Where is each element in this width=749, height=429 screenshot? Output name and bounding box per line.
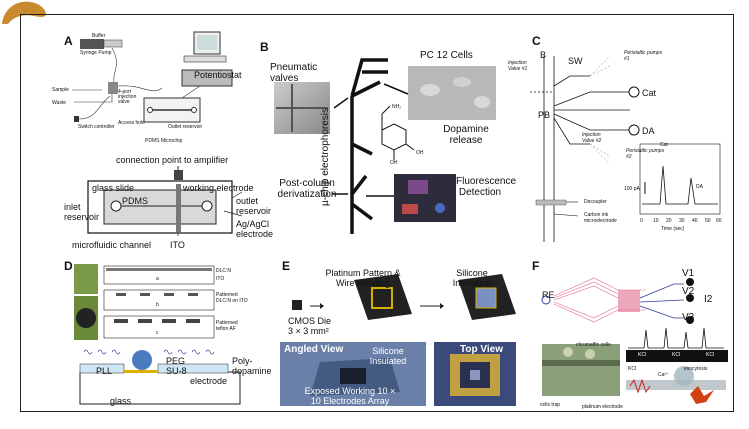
c-sw: SW: [568, 56, 583, 66]
e-silicone-insulation: Silicone Insulation: [452, 268, 492, 288]
a-agagcl-electrode: Ag/AgCl electrode: [236, 219, 274, 239]
c-tick: 40: [692, 218, 698, 224]
d-glass: glass: [110, 396, 132, 406]
panel-e-illustration: [280, 274, 516, 406]
e-top-view: Top View: [460, 344, 503, 355]
panel-label-f: F: [532, 259, 540, 273]
a-outlet-res-small: Outlet reservoir: [168, 124, 203, 130]
d-pll: PLL: [96, 366, 113, 376]
a-microfluidic-channel: microfluidic channel: [72, 240, 152, 250]
c-da: DA: [642, 126, 655, 136]
c-peak-cat: Cat: [660, 142, 668, 148]
b-nh2: NH₂: [392, 104, 402, 110]
c-tick: 10: [653, 218, 659, 224]
c-tick: 0: [640, 218, 643, 224]
a-syringe-pump: Syringe Pump: [80, 50, 112, 56]
a-glass-slide: glass slide: [92, 183, 135, 193]
f-chromaffin-cells: chromaffin cells: [576, 342, 611, 348]
d-patterned-dlc: Patterned DLC:N on ITO: [216, 292, 248, 304]
panel-label-a: A: [64, 34, 73, 48]
a-working-electrode: working electrode: [183, 183, 254, 193]
c-injection1: Injection Valve #1: [508, 60, 528, 72]
c-xlabel: Time (sec): [661, 226, 685, 232]
e-cmos-die: CMOS Die: [288, 316, 332, 326]
e-exposed-working: Exposed Working 10 × 10 Electrodes Array: [304, 386, 396, 406]
b-pneumatic-valves: Pneumatic valves: [270, 62, 318, 84]
f-v2: V2: [682, 286, 695, 297]
a-pdms-microchip: PDMS Microchip: [145, 138, 183, 144]
a-injection-valve: 4-port injection valve: [118, 89, 137, 105]
b-dopamine-release: Dopamine release: [443, 124, 489, 146]
c-carbon-ink: Carbon ink microelectrode: [584, 212, 617, 224]
c-pb: PB: [538, 110, 551, 120]
c-peak-da: DA: [696, 184, 703, 190]
a-sample: Sample: [52, 87, 69, 93]
panel-b-illustration: [274, 58, 496, 234]
c-b: B: [540, 50, 547, 60]
b-oh2: OH: [390, 160, 398, 166]
a-inlet-reservoir: inlet reservoir: [64, 202, 100, 222]
d-c: c: [156, 330, 159, 336]
panel-label-d: D: [64, 259, 73, 273]
a-potentiostat: Potentiostat: [194, 70, 242, 80]
panel-label-b: B: [260, 40, 269, 54]
c-tick: 60: [716, 218, 722, 224]
d-su8: SU-8: [166, 366, 187, 376]
e-cmos-size: 3 × 3 mm²: [288, 326, 329, 336]
b-fluorescence: Fluorescence Detection: [456, 176, 517, 198]
c-pump1: Peristaltic pumps #1: [624, 50, 663, 62]
a-ito: ITO: [170, 240, 185, 250]
f-cells-trap: cells trap: [540, 402, 561, 408]
e-angled-view: Angled View: [284, 344, 344, 355]
d-electrode: electrode: [190, 376, 228, 386]
a-pdms: PDMS: [122, 196, 149, 206]
f-platinum-electrode: platinum electrode: [582, 404, 623, 410]
panel-d-illustration: [74, 264, 241, 405]
f-kcl-cartoon: KCl: [628, 366, 637, 372]
c-scale-bar: 100 pA: [624, 186, 640, 192]
d-polydopamine: Poly-dopamine: [232, 356, 272, 376]
panel-label-c: C: [532, 34, 541, 48]
f-i2: I2: [704, 294, 713, 305]
c-cat: Cat: [642, 88, 657, 98]
f-kcl-2: KCl: [672, 352, 681, 358]
b-oh1: OH: [416, 150, 424, 156]
f-v1: V1: [682, 268, 695, 279]
a-connection-point: connection point to amplifier: [116, 155, 229, 165]
c-tick: 50: [705, 218, 711, 224]
b-pc12-cells: PC 12 Cells: [420, 50, 473, 61]
a-switch-controller: Switch controller: [78, 124, 115, 130]
c-tick: 20: [666, 218, 672, 224]
panel-label-e: E: [282, 259, 291, 273]
d-a: a: [156, 276, 159, 282]
c-tick: 30: [679, 218, 685, 224]
c-injection2: Injection Valve #2: [582, 132, 602, 144]
e-silicone-insulated: Silicone Insulated: [369, 346, 407, 366]
figure-frame: [20, 14, 734, 412]
f-re: RE: [542, 290, 555, 300]
f-v3: V3: [682, 312, 695, 323]
f-ca: Ca²⁺: [658, 372, 669, 378]
panel-a-illustration: [72, 31, 243, 236]
a-outlet-reservoir: outlet reservoir: [236, 196, 272, 216]
a-buffer: Buffer: [92, 33, 106, 39]
c-decoupler: Decoupler: [584, 199, 607, 205]
panel-f-illustration: [541, 277, 728, 404]
d-b: b: [156, 302, 159, 308]
d-peg: PEG: [166, 356, 186, 366]
c-pump2: Peristaltic pumps #2: [626, 148, 665, 160]
f-exocytosis: exocytosis: [684, 366, 708, 372]
d-dlcn: DLC:N: [216, 268, 232, 274]
a-access-hole: Access hole: [118, 120, 145, 126]
journal-logo: [2, 1, 46, 24]
a-waste: Waste: [52, 100, 66, 106]
f-kcl-1: KCl: [638, 352, 647, 358]
d-ito: ITO: [216, 276, 225, 282]
e-platinum-pattern: Platinum Pattern & Wire Bonding: [325, 268, 401, 288]
f-kcl-3: KCl: [706, 352, 715, 358]
d-patterned-teflon: Patterned teflon AF: [216, 320, 238, 332]
panel-c-illustration: [530, 55, 721, 242]
b-post-column: Post-column derivatization: [277, 178, 337, 200]
